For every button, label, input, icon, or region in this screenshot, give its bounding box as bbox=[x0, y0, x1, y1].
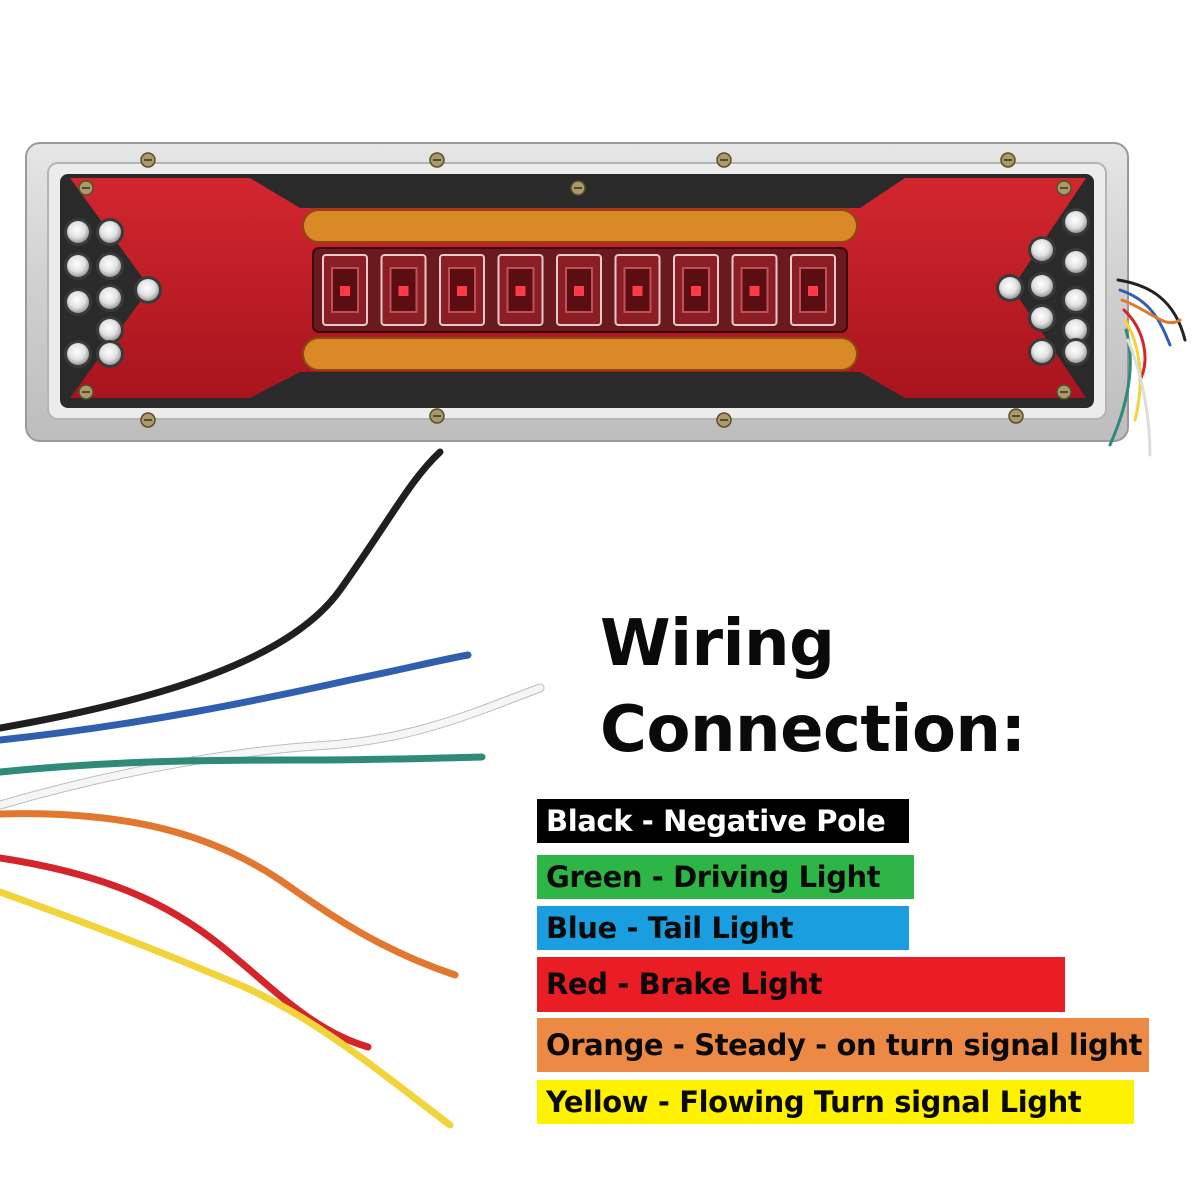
yellow-wire bbox=[0, 888, 454, 1129]
lamp-segment bbox=[322, 254, 368, 326]
screw bbox=[716, 152, 732, 168]
legend-label: Blue - Tail Light bbox=[546, 910, 794, 945]
lamp-segment bbox=[380, 254, 427, 326]
screw bbox=[429, 152, 445, 168]
led bbox=[64, 340, 92, 368]
led bbox=[1062, 248, 1090, 276]
legend-row-yellow: Yellow - Flowing Turn signal Light bbox=[537, 1080, 1134, 1124]
led bbox=[96, 284, 124, 312]
legend-label: Black - Negative Pole bbox=[546, 803, 886, 838]
legend-row-black: Black - Negative Pole bbox=[537, 799, 909, 843]
led bbox=[96, 316, 124, 344]
lamp-segment bbox=[614, 254, 661, 326]
led bbox=[64, 252, 92, 280]
lamp-segment bbox=[439, 254, 485, 326]
screw bbox=[1056, 384, 1072, 400]
screw bbox=[78, 384, 94, 400]
led bbox=[96, 218, 124, 246]
screw-group bbox=[78, 152, 1072, 428]
wire-group bbox=[0, 448, 545, 1129]
red-wire bbox=[0, 854, 372, 1051]
green-wire bbox=[0, 753, 486, 776]
legend-row-blue: Blue - Tail Light bbox=[537, 906, 909, 950]
lamp-segment bbox=[790, 254, 836, 326]
led bbox=[1062, 316, 1090, 344]
legend-row-green: Green - Driving Light bbox=[537, 855, 914, 899]
screw bbox=[570, 180, 586, 196]
led bbox=[1062, 286, 1090, 314]
lamp-segment bbox=[497, 254, 544, 326]
led-cluster-right bbox=[996, 208, 1090, 366]
screw bbox=[1056, 180, 1072, 196]
screw bbox=[429, 408, 445, 424]
black-wire bbox=[0, 448, 444, 732]
amber-bar-bottom bbox=[302, 337, 858, 371]
led bbox=[64, 288, 92, 316]
led bbox=[96, 340, 124, 368]
diagram-title-line-1: Wiring bbox=[600, 607, 835, 681]
legend-row-orange: Orange - Steady - on turn signal light bbox=[537, 1018, 1149, 1072]
lamp-segment bbox=[673, 254, 719, 326]
screw bbox=[140, 152, 156, 168]
amber-bar-top bbox=[302, 209, 858, 243]
screw bbox=[1000, 152, 1016, 168]
led-cluster-left bbox=[64, 218, 162, 368]
legend-label: Green - Driving Light bbox=[546, 859, 881, 894]
diagram-title-line-2: Connection: bbox=[600, 693, 1026, 767]
legend-label: Red - Brake Light bbox=[546, 967, 823, 1001]
led bbox=[1062, 208, 1090, 236]
screw bbox=[140, 412, 156, 428]
led bbox=[1028, 304, 1056, 332]
led bbox=[96, 252, 124, 280]
tail-light-lamp bbox=[25, 142, 1187, 457]
legend-label: Orange - Steady - on turn signal light bbox=[546, 1027, 1143, 1062]
led bbox=[64, 218, 92, 246]
screw bbox=[78, 180, 94, 196]
legend-label: Yellow - Flowing Turn signal Light bbox=[546, 1084, 1082, 1119]
orange-wire bbox=[0, 810, 459, 979]
lamp-segment bbox=[731, 254, 778, 326]
led bbox=[1028, 272, 1056, 300]
led bbox=[996, 274, 1024, 302]
blue-wire bbox=[0, 651, 472, 744]
segment-group bbox=[322, 254, 836, 326]
screw bbox=[716, 412, 732, 428]
led bbox=[1028, 338, 1056, 366]
screw bbox=[1008, 408, 1024, 424]
white-wire bbox=[0, 683, 545, 810]
lamp-segment bbox=[556, 254, 602, 326]
legend-row-red: Red - Brake Light bbox=[537, 957, 1065, 1012]
lamp-wire-bundle bbox=[1108, 278, 1187, 457]
led bbox=[134, 276, 162, 304]
led bbox=[1062, 338, 1090, 366]
led bbox=[1028, 236, 1056, 264]
